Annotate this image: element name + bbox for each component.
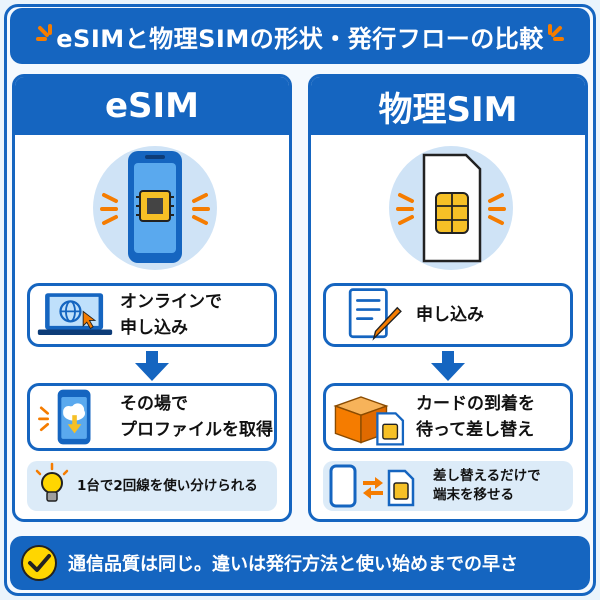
lightbulb-icon: [35, 462, 69, 502]
physical-step-apply: 申し込み: [323, 283, 573, 347]
esim-step-apply-online: オンラインで 申し込み: [27, 283, 277, 347]
physical-sim-heading: 物理SIM: [378, 89, 518, 130]
esim-step-get-profile: その場で プロファイルを取得: [27, 383, 277, 451]
phone-cloud-download-icon: [38, 389, 91, 445]
laptop-globe-icon: [37, 293, 113, 335]
esim-heading: eSIM: [104, 86, 200, 126]
sim-card-icon: [389, 146, 513, 270]
esim-step1-line2: 申し込み: [120, 318, 188, 338]
arrow-down-icon: [431, 351, 465, 381]
arrow-down-icon: [135, 351, 169, 381]
physical-step2-line2: 待って差し替え: [416, 420, 535, 440]
sparkle-icon: [548, 24, 564, 41]
footer-summary: 通信品質は同じ。違いは発行方法と使い始めまでの早さ: [10, 536, 590, 590]
physical-step2-line1: カードの到着を: [416, 394, 535, 414]
physical-note-line2: 端末を移せる: [433, 487, 514, 503]
footer-text: 通信品質は同じ。違いは発行方法と使い始めまでの早さ: [68, 554, 518, 575]
physical-note: 差し替えるだけで 端末を移せる: [323, 461, 573, 511]
esim-note-text: 1台で2回線を使い分けられる: [77, 477, 258, 494]
physical-sim-panel: 物理SIM 申し込み: [308, 74, 588, 522]
smartphone-chip-icon: [93, 146, 217, 270]
sparkle-icon: [36, 24, 52, 41]
checkmark-icon: [21, 545, 57, 581]
physical-sim-panel-header: 物理SIM: [311, 77, 585, 135]
esim-note: 1台で2回線を使い分けられる: [27, 461, 277, 511]
title-bar: eSIMと物理SIMの形状・発行フローの比較: [10, 8, 590, 64]
package-sim-icon: [333, 396, 405, 446]
esim-step2-line2: プロファイルを取得: [120, 420, 273, 440]
esim-step2-line1: その場で: [120, 394, 188, 414]
physical-step1-line1: 申し込み: [416, 305, 484, 325]
physical-step-wait-swap: カードの到着を 待って差し替え: [323, 383, 573, 451]
page-title: eSIMと物理SIMの形状・発行フローの比較: [56, 24, 544, 53]
document-pencil-icon: [348, 288, 402, 341]
phone-swap-sim-icon: [329, 464, 415, 508]
physical-note-line1: 差し替えるだけで: [433, 468, 541, 484]
esim-panel: eSIM オンライン: [12, 74, 292, 522]
esim-step1-line1: オンラインで: [120, 292, 222, 312]
esim-panel-header: eSIM: [15, 77, 289, 135]
